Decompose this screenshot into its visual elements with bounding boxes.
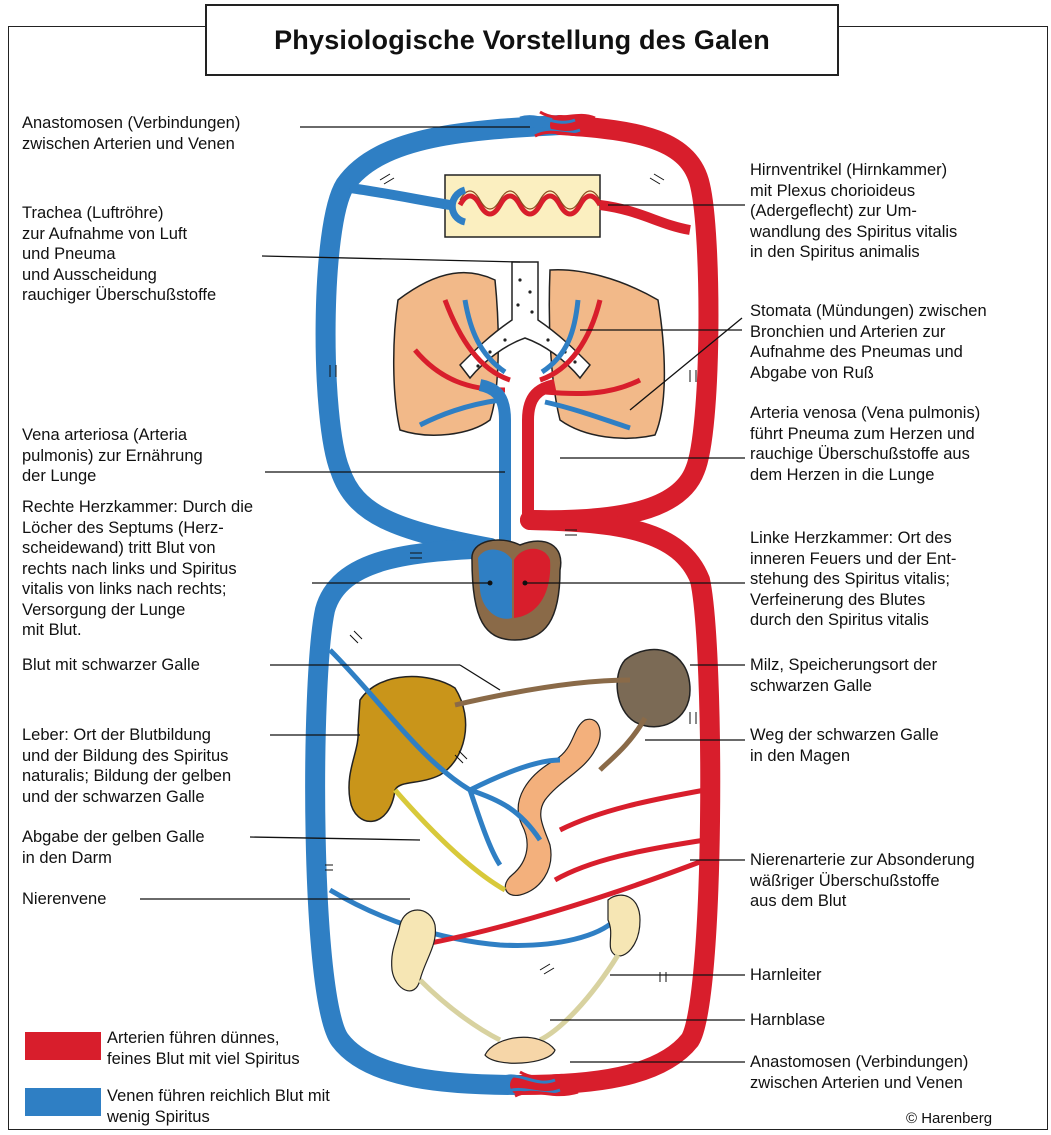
- label-harnblase: Harnblase: [750, 1010, 825, 1031]
- label-anastomosen-top: Anastomosen (Verbindungen) zwischen Arte…: [22, 113, 240, 154]
- label-abgabe-gelbe-galle: Abgabe der gelben Galle in den Darm: [22, 827, 205, 868]
- bladder: [485, 1037, 555, 1063]
- label-stomata: Stomata (Mündungen) zwischen Bronchien u…: [750, 301, 987, 383]
- label-trachea: Trachea (Luftröhre) zur Aufnahme von Luf…: [22, 203, 216, 306]
- label-nierenarterie: Nierenarterie zur Absonderung wäßriger Ü…: [750, 850, 975, 912]
- label-vena-arteriosa: Vena arteriosa (Arteria pulmonis) zur Er…: [22, 425, 203, 487]
- label-blut-schwarze-galle: Blut mit schwarzer Galle: [22, 655, 200, 676]
- label-arteria-venosa: Arteria venosa (Vena pulmonis) führt Pne…: [750, 403, 980, 485]
- legend-vein-swatch: [25, 1088, 101, 1116]
- label-rechte-herzkammer: Rechte Herzkammer: Durch die Löcher des …: [22, 497, 253, 641]
- legend-arteries-text: Arterien führen dünnes, feines Blut mit …: [107, 1028, 300, 1069]
- legend-artery-swatch: [25, 1032, 101, 1060]
- spleen: [617, 650, 690, 727]
- heart: [472, 540, 561, 640]
- black-bile-path: [455, 680, 630, 705]
- liver: [349, 677, 466, 822]
- label-weg-schwarze-galle: Weg der schwarzen Galle in den Magen: [750, 725, 939, 766]
- stomach-intestine: [505, 719, 600, 895]
- label-harnleiter: Harnleiter: [750, 965, 822, 986]
- title-box: Physiologische Vorstellung des Galen: [205, 4, 839, 76]
- credit: © Harenberg: [906, 1109, 992, 1130]
- ureter-right: [540, 955, 618, 1040]
- brain-ventricle: [350, 175, 690, 237]
- abdominal-arteries: [420, 790, 705, 945]
- page-title: Physiologische Vorstellung des Galen: [274, 25, 770, 56]
- label-hirnventrikel: Hirnventrikel (Hirnkammer) mit Plexus ch…: [750, 160, 957, 263]
- label-leber: Leber: Ort der Blutbildung und der Bildu…: [22, 725, 231, 807]
- label-milz: Milz, Speicherungsort der schwarzen Gall…: [750, 655, 937, 696]
- ureter-left: [420, 980, 500, 1040]
- label-linke-herzkammer: Linke Herzkammer: Ort des inneren Feuers…: [750, 528, 956, 631]
- label-anastomosen-bottom: Anastomosen (Verbindungen) zwischen Arte…: [750, 1052, 968, 1093]
- kidney-right: [608, 895, 640, 956]
- legend-veins-text: Venen führen reichlich Blut mit wenig Sp…: [107, 1086, 330, 1127]
- label-nierenvene: Nierenvene: [22, 889, 106, 910]
- black-bile-to-stomach: [600, 718, 645, 770]
